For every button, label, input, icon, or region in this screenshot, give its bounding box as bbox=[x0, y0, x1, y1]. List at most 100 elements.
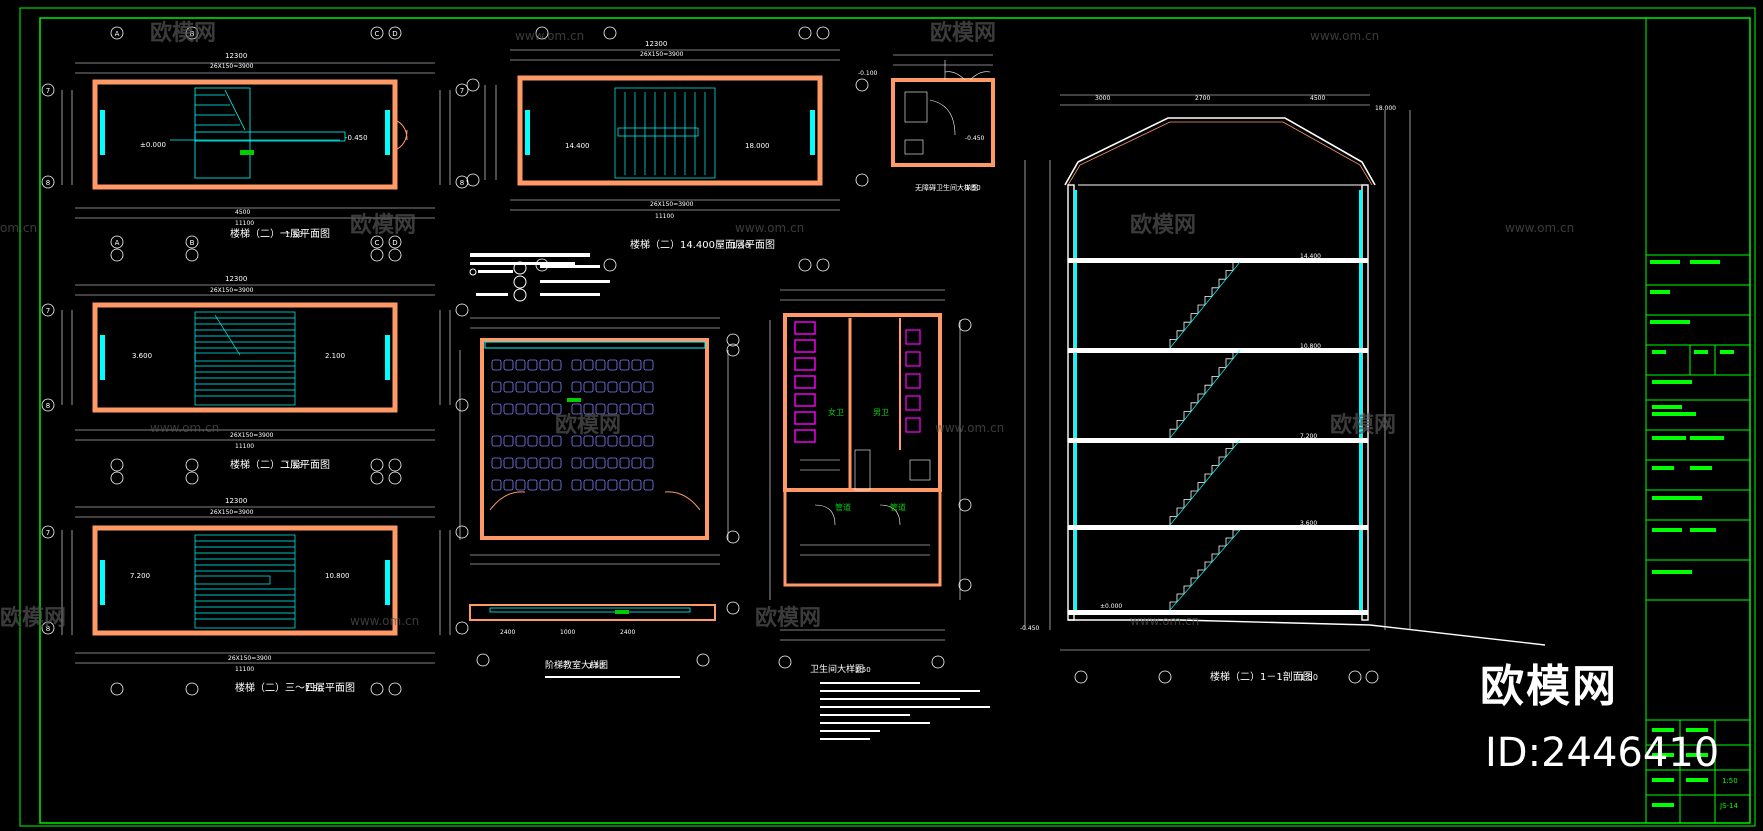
roof-dim-run: 26X150=3900 bbox=[640, 51, 684, 58]
stair-step bbox=[1183, 411, 1191, 421]
stair-step bbox=[1197, 569, 1205, 578]
seat bbox=[539, 381, 550, 393]
stair-step bbox=[1176, 593, 1184, 602]
seat bbox=[551, 435, 562, 447]
svg-text:B: B bbox=[190, 30, 195, 38]
svg-text:欧模网: 欧模网 bbox=[555, 412, 621, 438]
classroom-seats bbox=[491, 359, 654, 491]
floor1-plan: 楼梯（二）一层平面图 1:50 12300 26X150=3900 4500 1… bbox=[61, 52, 451, 240]
stair-step bbox=[1169, 601, 1177, 610]
seat bbox=[527, 435, 538, 447]
seat bbox=[515, 403, 526, 415]
seat bbox=[595, 479, 606, 491]
svg-text:欧模网: 欧模网 bbox=[1130, 212, 1196, 238]
seat bbox=[551, 403, 562, 415]
seat bbox=[583, 457, 594, 469]
seat bbox=[551, 457, 562, 469]
stair-handrail bbox=[1169, 261, 1241, 349]
classroom-dim-1: 2400 bbox=[500, 629, 515, 636]
seat bbox=[491, 381, 502, 393]
section-level-base: -0.450 bbox=[1020, 625, 1040, 632]
svg-text:欧模网: 欧模网 bbox=[1330, 412, 1396, 438]
grid-bubble-letters: A B C D A B C D 7 8 7 8 7 8 7 8 bbox=[46, 30, 464, 633]
svg-text:www.om.cn: www.om.cn bbox=[1505, 221, 1574, 235]
toilet-stall bbox=[794, 411, 816, 425]
washroom-title: 卫生间大样图 bbox=[810, 663, 864, 675]
floor2-title: 楼梯（二）二层平面图 bbox=[230, 458, 330, 471]
svg-text:欧模网: 欧模网 bbox=[0, 605, 66, 631]
floor3-dim-run-b: 26X150=3900 bbox=[228, 655, 272, 662]
accessible-toilet-title: 无障碍卫生间大样图 bbox=[915, 183, 978, 192]
stair-step bbox=[1197, 393, 1205, 403]
svg-text:C: C bbox=[375, 239, 380, 247]
svg-text:欧模网: 欧模网 bbox=[350, 212, 416, 238]
room-pipe-1: 管道 bbox=[835, 502, 851, 512]
toilet-stall bbox=[794, 393, 816, 407]
watermark-id: ID:2446410 bbox=[1485, 730, 1720, 776]
stair-step bbox=[1225, 270, 1233, 280]
floor1-dim-run: 26X150=3900 bbox=[210, 63, 254, 70]
svg-text:www.om.cn: www.om.cn bbox=[150, 421, 219, 435]
accessible-toilet-detail: 无障碍卫生间大样图 1:50 -0.100 -0.450 bbox=[858, 54, 995, 192]
section-title: 楼梯（二）1－1剖面图 bbox=[1210, 670, 1313, 683]
svg-text:欧模网: 欧模网 bbox=[150, 20, 216, 46]
svg-text:7: 7 bbox=[46, 307, 50, 315]
seat bbox=[515, 381, 526, 393]
section-dim-run2: 4500 bbox=[1310, 95, 1325, 102]
seat bbox=[631, 457, 642, 469]
stair-step bbox=[1232, 349, 1240, 359]
seat bbox=[503, 403, 514, 415]
stair-step bbox=[1169, 338, 1177, 348]
svg-text:C: C bbox=[375, 30, 380, 38]
seat bbox=[539, 435, 550, 447]
section-level-5: 14.400 bbox=[1300, 253, 1321, 260]
svg-text:8: 8 bbox=[46, 625, 50, 633]
svg-text:7: 7 bbox=[46, 87, 50, 95]
stair-step bbox=[1204, 473, 1212, 483]
seat bbox=[583, 403, 594, 415]
svg-text:www.om.cn: www.om.cn bbox=[1130, 614, 1199, 628]
washroom-grid-bubbles bbox=[778, 318, 972, 669]
stair-step bbox=[1218, 456, 1226, 466]
stair-step bbox=[1183, 585, 1191, 594]
seat bbox=[607, 359, 618, 371]
roof-dim-width: 12300 bbox=[645, 40, 667, 48]
floor3-plan: 楼梯（二）三～四层平面图 1:50 12300 26X150=3900 26X1… bbox=[61, 497, 451, 694]
stair-step bbox=[1225, 537, 1233, 546]
accessible-toilet-level-2: -0.450 bbox=[965, 135, 985, 142]
seat bbox=[515, 359, 526, 371]
seat bbox=[503, 359, 514, 371]
legend-notes bbox=[469, 253, 610, 302]
seat bbox=[643, 381, 654, 393]
seat bbox=[515, 457, 526, 469]
seat bbox=[539, 403, 550, 415]
svg-text:www.om.cn: www.om.cn bbox=[935, 421, 1004, 435]
section-level-0: ±0.000 bbox=[1100, 603, 1122, 610]
stair-step bbox=[1225, 358, 1233, 368]
stair-step bbox=[1190, 490, 1198, 500]
section-level-3: 7.200 bbox=[1300, 433, 1317, 440]
seat bbox=[491, 435, 502, 447]
seat bbox=[595, 403, 606, 415]
stair-step bbox=[1183, 499, 1191, 508]
floor2-dim-width: 12300 bbox=[225, 275, 247, 283]
toilet-stall bbox=[794, 339, 816, 353]
stair-step bbox=[1197, 304, 1205, 314]
roof-level-2: 18.000 bbox=[745, 142, 770, 150]
seat bbox=[631, 479, 642, 491]
seat bbox=[571, 435, 582, 447]
svg-text:D: D bbox=[392, 30, 397, 38]
stair-step bbox=[1190, 402, 1198, 412]
roof-scale: 1:50 bbox=[732, 241, 750, 250]
washroom-plan: 女卫 男卫 管道 管道 卫生间大样图 1:50 bbox=[769, 289, 990, 740]
stair-step bbox=[1211, 465, 1219, 474]
floor2-dim-run-b: 26X150=3900 bbox=[230, 432, 274, 439]
svg-text:www.om.cn: www.om.cn bbox=[515, 29, 584, 43]
svg-text:A: A bbox=[115, 239, 120, 247]
seat bbox=[527, 403, 538, 415]
seat bbox=[631, 403, 642, 415]
seat bbox=[571, 381, 582, 393]
classroom-grid-bubbles bbox=[476, 333, 740, 667]
seat bbox=[643, 435, 654, 447]
